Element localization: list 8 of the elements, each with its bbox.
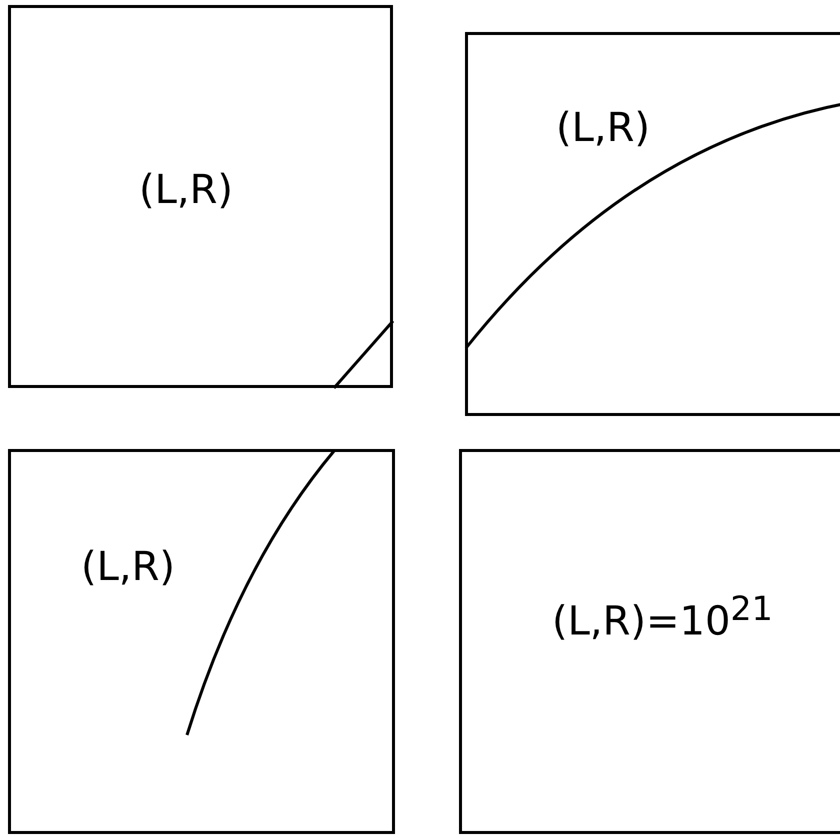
panel-frame bbox=[465, 32, 840, 416]
panel-frame bbox=[8, 449, 395, 834]
panel-frame bbox=[8, 5, 393, 388]
panel-frame bbox=[459, 449, 840, 834]
panel-label: (L,R) bbox=[139, 170, 234, 210]
panel-label: (L,R) bbox=[81, 547, 176, 587]
panel-label: (L,R) bbox=[556, 108, 650, 148]
panel-label: (L,R)=10$^{21}$ bbox=[552, 592, 773, 642]
